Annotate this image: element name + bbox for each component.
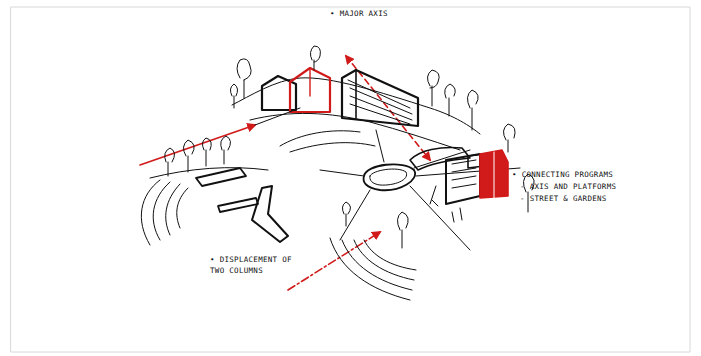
annotation-note: • CONNECTING PROGRAMS [512, 169, 613, 180]
annotation-note: • MAJOR AXIS [330, 8, 388, 19]
annotation-note: • DISPLACEMENT OF TWO COLUMNS [210, 254, 302, 276]
annotation-note: - AXIS AND PLATFORMS [520, 181, 616, 192]
annotation-note: - STREET & GARDENS [520, 193, 607, 204]
